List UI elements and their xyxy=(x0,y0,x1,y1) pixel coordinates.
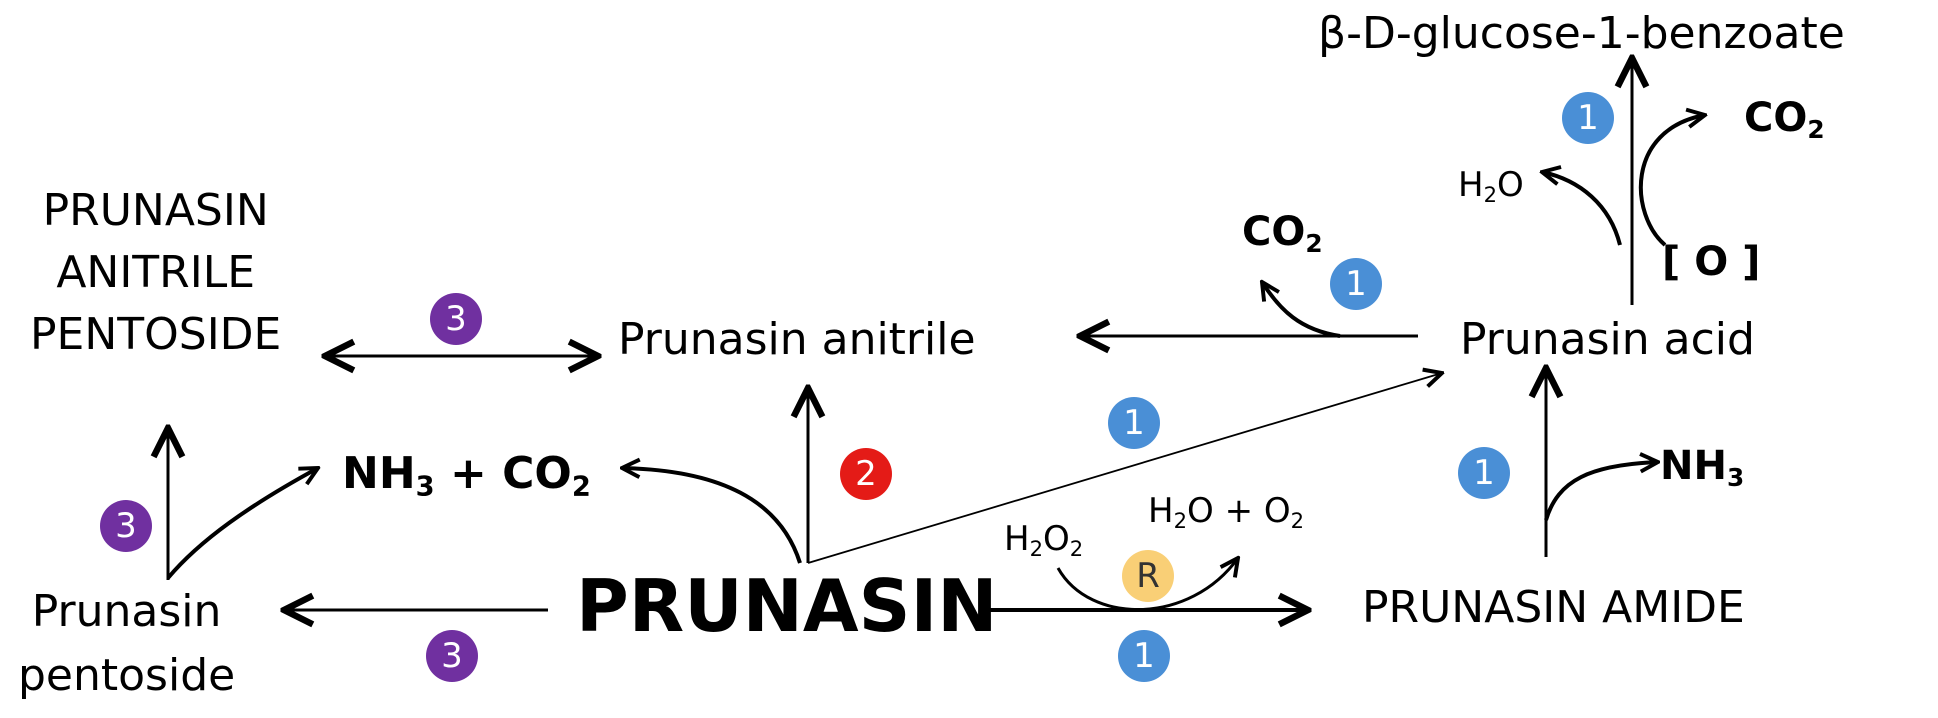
formula-part: NH xyxy=(342,448,416,499)
formula-part: CO xyxy=(1242,209,1306,255)
formula-part: + CO xyxy=(434,448,572,499)
byproduct-h2o-o2: H2O + O2 xyxy=(1148,491,1304,531)
byproduct-oxygen: [ O ] xyxy=(1662,239,1761,285)
label-line: ANITRILE xyxy=(56,247,256,298)
formula-subscript: 2 xyxy=(1483,181,1497,207)
formula-part: H xyxy=(1004,519,1030,559)
compound-prunasin: PRUNASIN xyxy=(576,564,998,648)
enzyme-badge-3-prunasin-pentoside: 3 xyxy=(426,630,478,682)
arrow-pentoside-to-nh3 xyxy=(166,468,318,580)
label-line: PENTOSIDE xyxy=(30,309,282,360)
formula-subscript: 3 xyxy=(415,471,435,503)
enzyme-badge-1-prunasin-amide: 1 xyxy=(1118,630,1170,682)
formula-part: O + O xyxy=(1187,491,1291,531)
byproduct-h2o2: H2O2 xyxy=(1004,519,1083,559)
formula-part: NH xyxy=(1660,443,1727,489)
arrow-to-h2o xyxy=(1542,172,1622,246)
formula-subscript: 2 xyxy=(1029,535,1043,561)
byproduct-nh3-co2: NH3 + CO2 xyxy=(342,452,591,501)
formula-part: CO xyxy=(1744,95,1808,141)
byproduct-h2o-top: H2O xyxy=(1458,165,1524,205)
formula-part: O xyxy=(1043,519,1070,559)
byproduct-co2-anitrile: CO2 xyxy=(1242,209,1323,256)
enzyme-badge-3-pentoside-up: 3 xyxy=(100,500,152,552)
enzyme-badge-1-amide-acid: 1 xyxy=(1458,447,1510,499)
compound-prunasin-amide: PRUNASIN AMIDE xyxy=(1362,582,1745,633)
formula-part: H xyxy=(1458,165,1484,205)
compound-prunasin-anitrile: Prunasin anitrile xyxy=(618,314,976,365)
formula-subscript: 2 xyxy=(1807,114,1825,144)
compound-beta-glucose-benzoate: β-D-glucose-1-benzoate xyxy=(1318,8,1845,59)
compound-prunasin-pentoside: Prunasin pentoside xyxy=(18,580,235,708)
formula-subscript: 3 xyxy=(1726,462,1745,492)
formula-subscript: 2 xyxy=(1290,507,1305,533)
label-line: PRUNASIN xyxy=(42,185,269,236)
formula-part: H xyxy=(1148,491,1174,531)
arrow-oxygen-to-co2 xyxy=(1638,115,1705,247)
byproduct-co2-top: CO2 xyxy=(1744,95,1825,142)
arrow-co2-release xyxy=(1262,282,1341,338)
enzyme-badge-1-acid-anitrile: 1 xyxy=(1330,258,1382,310)
enzyme-badge-1-prunasin-acid: 1 xyxy=(1108,397,1160,449)
formula-subscript: 2 xyxy=(1305,228,1323,258)
enzyme-badge-1-glucose: 1 xyxy=(1562,92,1614,144)
label-line: Prunasin xyxy=(31,586,222,637)
compound-prunasin-anitrile-pentoside: PRUNASIN ANITRILE PENTOSIDE xyxy=(30,180,281,366)
byproduct-nh3: NH3 xyxy=(1660,443,1744,490)
enzyme-badge-2-prunasin-anitrile: 2 xyxy=(840,448,892,500)
formula-subscript: 2 xyxy=(1173,507,1187,533)
arrow-prunasin-to-acid xyxy=(807,373,1442,564)
formula-subscript: 2 xyxy=(1069,535,1084,561)
arrow-to-nh3-co2 xyxy=(622,468,802,564)
label-line: pentoside xyxy=(18,650,236,701)
enzyme-badge-3-anitrile-pentoside: 3 xyxy=(430,293,482,345)
arrow-nh3-release xyxy=(1544,462,1658,521)
compound-prunasin-acid: Prunasin acid xyxy=(1460,314,1755,365)
enzyme-badge-r-reductase: R xyxy=(1122,550,1174,602)
formula-part: O xyxy=(1497,165,1524,205)
formula-subscript: 2 xyxy=(571,471,591,503)
arrow-peroxide xyxy=(1056,558,1238,611)
